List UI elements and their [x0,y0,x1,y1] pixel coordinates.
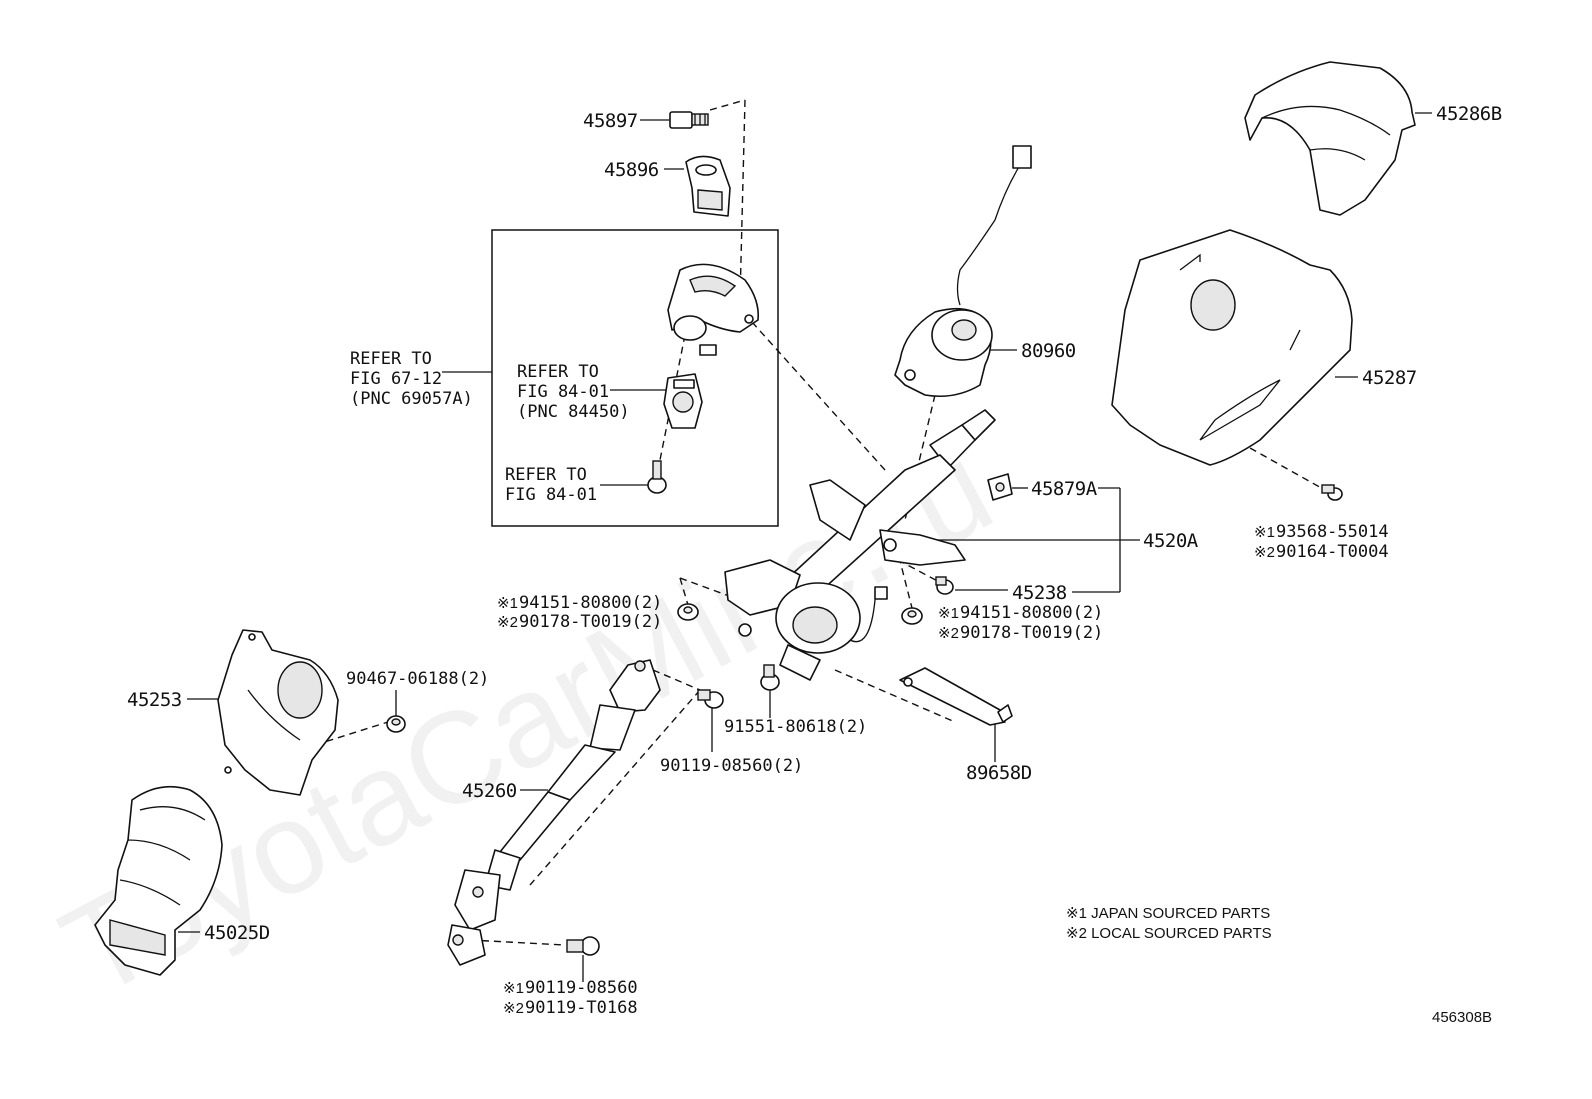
svg-text:FIG 67-12: FIG 67-12 [350,369,442,389]
legend-japan: ※1 JAPAN SOURCED PARTS [1066,905,1270,922]
part-90467-clip [386,715,406,733]
label-45897: 45897 [583,110,638,132]
reference-box [491,229,779,527]
reference-fig-67-12: REFER TO FIG 67-12 (PNC 69057A) [350,349,473,409]
svg-text:90178-T0019(2): 90178-T0019(2) [960,623,1103,643]
part-45286b-upper-cover [1244,61,1416,216]
svg-text:(PNC 69057A): (PNC 69057A) [350,389,473,409]
svg-text:(PNC 84450): (PNC 84450) [517,402,630,422]
svg-text:90119-T0168: 90119-T0168 [525,998,638,1018]
label-90119-lower: ※1 90119-08560 ※2 90119-T0168 [503,978,638,1018]
part-90119-bolt-lower [566,936,600,956]
label-89658d: 89658D [966,762,1032,784]
part-80960-spiral-cable [894,145,1032,398]
label-94151-left: ※1 94151-80800(2) ※2 90178-T0019(2) [497,593,662,632]
part-45897-bolt [669,111,709,129]
label-91551: 91551-80618(2) [724,717,867,737]
part-switch-housing [667,263,760,356]
svg-text:※1: ※1 [503,980,524,997]
reference-fig-84-01-pnc: REFER TO FIG 84-01 (PNC 84450) [517,362,630,422]
part-lock-cylinder [663,373,703,429]
part-94151-nut-right [901,607,923,625]
figure-id: 456308B [1432,1009,1492,1026]
label-45253: 45253 [127,689,182,711]
part-45287-lower-cover [1111,229,1353,466]
svg-text:※2: ※2 [503,1000,524,1017]
part-45879a-clip [987,473,1013,501]
label-93568-90164: ※1 93568-55014 ※2 90164-T0004 [1254,522,1389,562]
part-ref-screw [647,460,667,494]
label-94151-right: ※1 94151-80800(2) ※2 90178-T0019(2) [938,603,1103,643]
part-90119-bolt-upper [697,689,724,709]
svg-text:REFER TO: REFER TO [517,362,599,382]
label-80960: 80960 [1021,340,1076,362]
label-90119-2: 90119-08560(2) [660,756,803,776]
legend: ※1 JAPAN SOURCED PARTS ※2 LOCAL SOURCED … [1066,905,1272,942]
svg-text:REFER TO: REFER TO [350,349,432,369]
svg-text:90119-08560: 90119-08560 [525,978,638,998]
part-45260-intermediate-shaft [447,659,661,966]
part-45896-bracket [685,155,731,217]
part-94151-nut-left [677,603,699,621]
reference-fig-84-01: REFER TO FIG 84-01 [505,465,597,505]
svg-text:90178-T0019(2): 90178-T0019(2) [519,612,662,632]
part-89658d-bracket [899,667,1013,726]
svg-text:※2: ※2 [497,614,518,631]
label-90467: 90467-06188(2) [346,669,489,689]
label-45287: 45287 [1362,367,1417,389]
part-45253-shaft-cover [217,629,339,796]
legend-local: ※2 LOCAL SOURCED PARTS [1066,925,1272,942]
part-91551-bolt [760,664,780,691]
part-4520a-steering-column [724,409,996,681]
label-45260: 45260 [462,780,517,802]
svg-text:REFER TO: REFER TO [505,465,587,485]
svg-text:94151-80800(2): 94151-80800(2) [519,593,662,613]
svg-text:FIG 84-01: FIG 84-01 [505,485,597,505]
label-45896: 45896 [604,159,659,181]
svg-text:94151-80800(2): 94151-80800(2) [960,603,1103,623]
svg-text:※2: ※2 [1254,544,1275,561]
svg-text:※1: ※1 [1254,524,1275,541]
svg-text:※1: ※1 [938,605,959,622]
svg-text:※2: ※2 [938,625,959,642]
label-45286b: 45286B [1436,103,1502,125]
label-45238: 45238 [1012,582,1067,604]
label-4520a: 4520A [1143,530,1199,552]
svg-text:FIG 84-01: FIG 84-01 [517,382,609,402]
part-45238-bolt [935,576,954,595]
part-93568-screw [1321,484,1343,501]
svg-text:93568-55014: 93568-55014 [1276,522,1389,542]
label-45879a: 45879A [1031,478,1098,500]
svg-text:90164-T0004: 90164-T0004 [1276,542,1389,562]
part-45025d-boot [94,785,223,976]
svg-text:※1: ※1 [497,595,518,612]
label-45025d: 45025D [204,922,270,944]
